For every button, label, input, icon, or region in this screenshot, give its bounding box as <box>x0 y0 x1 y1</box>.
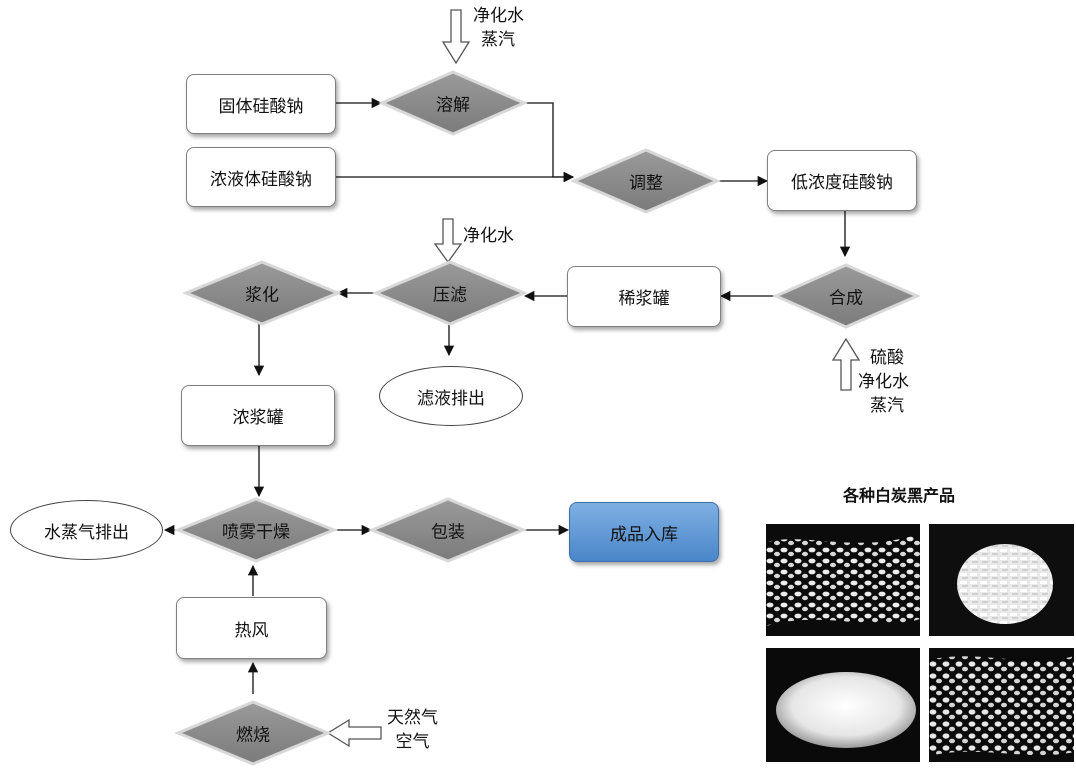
diamond-label-packaging: 包装 <box>431 522 465 543</box>
product-photo-pellet-pile <box>929 524 1074 636</box>
input-arrow-down-filter <box>433 218 463 264</box>
products-title: 各种白炭黑产品 <box>843 486 956 505</box>
note-synthesis-input-line-2: 净化水 <box>858 372 909 392</box>
ellipse-steam-discharge: 水蒸气排出 <box>10 500 163 560</box>
product-photo-granules-1-svg <box>766 524 920 636</box>
product-photo-granules-2-svg <box>929 648 1074 762</box>
box-liquid-sodium-silicate: 浓液体硅酸钠 <box>186 147 336 207</box>
product-photo-pellet-pile-svg <box>929 524 1074 636</box>
ellipse-filtrate-discharge: 滤液排出 <box>379 366 523 426</box>
input-arrow-down-dissolve <box>441 9 471 65</box>
diamond-label-spray-dry: 喷雾干燥 <box>222 522 290 543</box>
diamond-adjust <box>570 148 721 214</box>
diamond-dissolve <box>378 70 528 136</box>
diamond-label-slurrying: 浆化 <box>245 285 279 306</box>
note-synthesis-input-line-1: 硫酸 <box>870 348 904 368</box>
note-dissolve-input-line-2: 蒸汽 <box>481 30 515 50</box>
box-thick-slurry-tank: 浓浆罐 <box>181 385 335 446</box>
diamond-label-combustion: 燃烧 <box>236 725 270 746</box>
note-combustion-input-line-1: 天然气 <box>387 708 438 728</box>
arrow-dissolve-to-adjust <box>523 102 575 183</box>
note-filter-input: 净化水 <box>463 224 514 248</box>
note-combustion-input: 天然气 空气 <box>387 706 438 754</box>
box-low-conc-sodium-silicate: 低浓度硅酸钠 <box>767 150 917 211</box>
product-photo-granules-2 <box>929 648 1074 762</box>
diamond-spray-dry <box>173 497 339 563</box>
note-synthesis-input-line-3: 蒸汽 <box>870 396 904 416</box>
input-arrow-left-combustion <box>326 718 382 748</box>
note-filter-input-line-1: 净化水 <box>463 226 514 246</box>
diamond-combustion <box>174 700 332 766</box>
box-hot-air: 热风 <box>176 597 327 659</box>
product-photo-powder-svg <box>766 648 920 762</box>
diamond-press-filter <box>372 260 528 326</box>
product-photo-powder <box>766 648 920 762</box>
note-dissolve-input: 净化水 蒸汽 <box>473 4 524 52</box>
input-arrow-up-synthesis <box>831 337 861 391</box>
diamond-slurrying <box>182 260 342 326</box>
diamond-label-press-filter: 压滤 <box>433 285 467 306</box>
diamond-label-dissolve: 溶解 <box>436 95 470 116</box>
box-dilute-slurry-tank: 稀浆罐 <box>567 266 721 327</box>
diamond-label-adjust: 调整 <box>629 173 663 194</box>
product-photo-granules-1 <box>766 524 920 636</box>
box-solid-sodium-silicate: 固体硅酸钠 <box>186 74 336 134</box>
note-synthesis-input: 硫酸 净化水 蒸汽 <box>858 346 909 418</box>
note-combustion-input-line-2: 空气 <box>395 732 430 752</box>
note-dissolve-input-line-1: 净化水 <box>473 6 524 26</box>
diamond-packaging <box>368 497 527 563</box>
diamond-label-synthesis: 合成 <box>829 288 863 309</box>
diamond-synthesis <box>772 263 921 329</box>
box-finished-storage: 成品入库 <box>569 502 719 562</box>
